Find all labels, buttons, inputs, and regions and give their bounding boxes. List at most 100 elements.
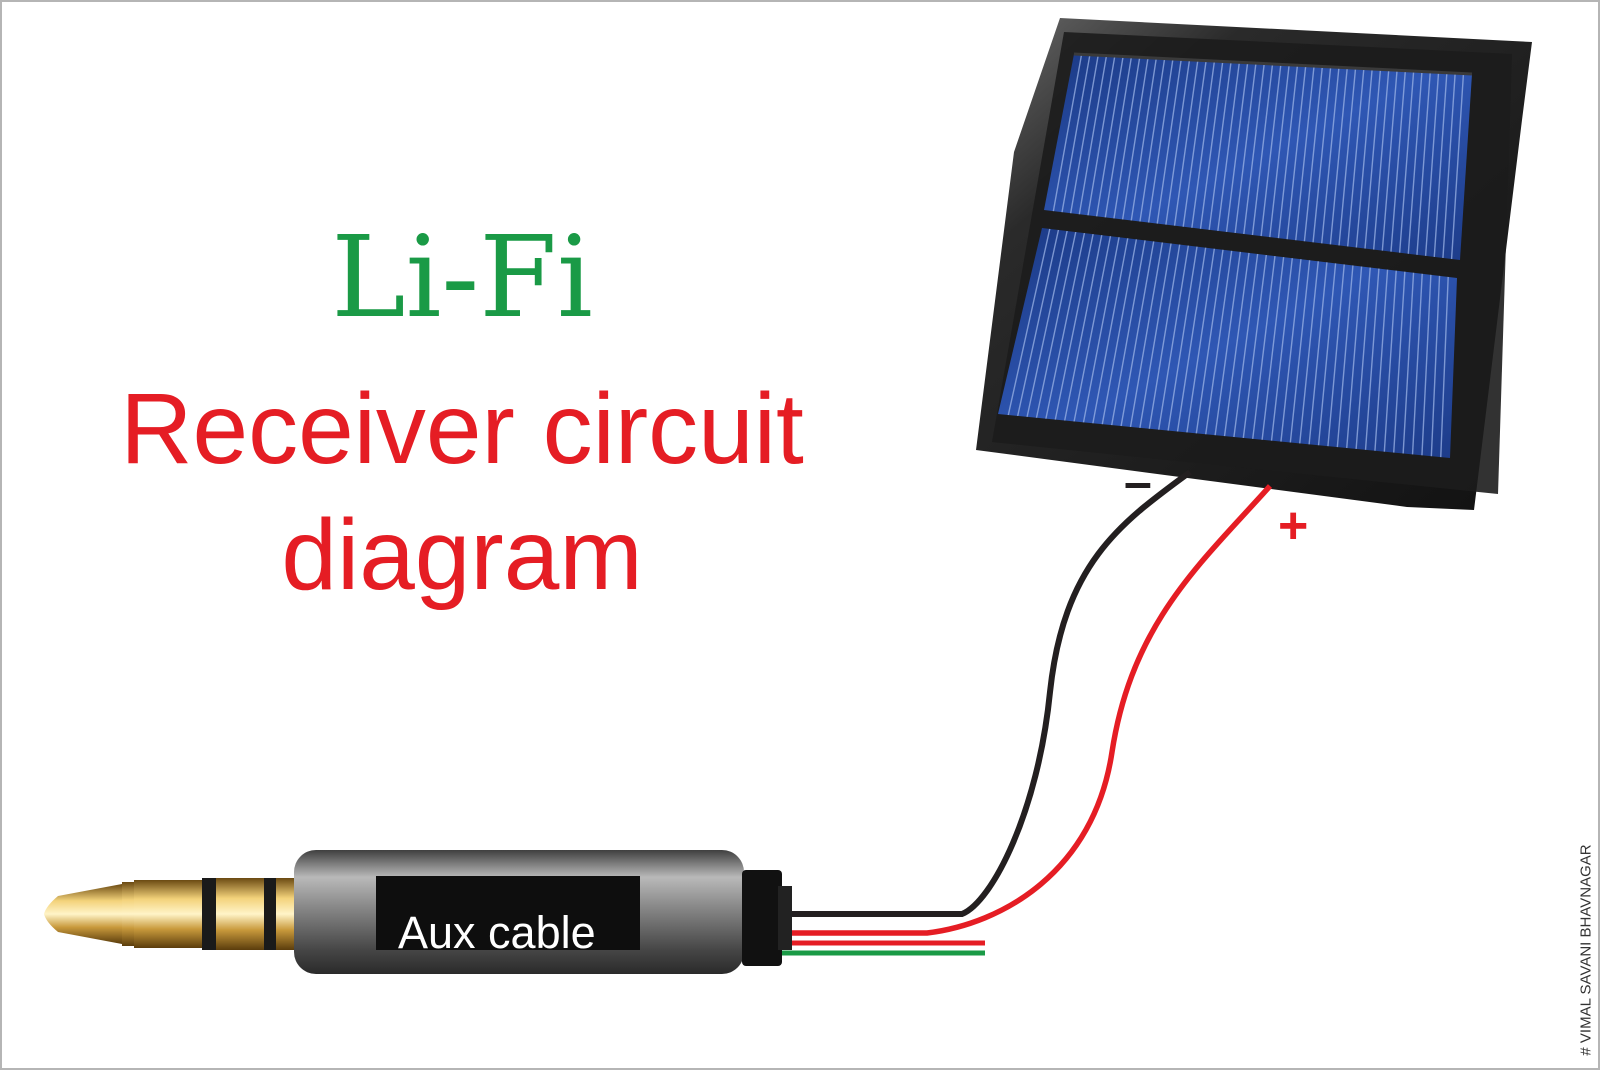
solar-cell-finger-line — [1100, 235, 1138, 429]
aux-jack — [44, 850, 792, 974]
solar-cell-finger-line — [1077, 54, 1108, 219]
solar-cell-finger-line — [1166, 242, 1199, 435]
solar-cell-finger-line — [1389, 66, 1407, 256]
negative-wire — [782, 469, 1192, 917]
solar-cell-finger-line — [1363, 65, 1382, 253]
solar-cell-finger-line — [1355, 64, 1374, 252]
jack-tip — [44, 884, 122, 944]
solar-cell-finger-line — [1147, 240, 1182, 433]
negative-polarity-label: – — [1124, 454, 1152, 510]
solar-cell-finger-line — [1110, 236, 1147, 430]
subtitle-line-2: diagram — [281, 499, 643, 611]
solar-cell-finger-line — [1260, 253, 1285, 444]
solar-cell-finger-line — [1086, 54, 1117, 220]
strain-relief — [742, 870, 782, 966]
solar-cell-finger-line — [1034, 228, 1078, 422]
solar-cell-finger-line — [1329, 63, 1349, 249]
author-credit: # VIMAL SAVANI BHAVNAGAR — [1577, 844, 1595, 1056]
solar-cell-finger-line — [1129, 238, 1164, 431]
solar-cell-finger-line — [1173, 56, 1200, 230]
solar-cell-finger-line — [1138, 239, 1173, 432]
solar-cell-finger-line — [1129, 54, 1158, 225]
solar-cell-finger-line — [1225, 58, 1249, 236]
solar-cell-finger-line — [1016, 228, 1060, 420]
solar-cell-finger-line — [1176, 243, 1207, 436]
solar-cell-finger-line — [1199, 57, 1224, 233]
solar-cell-finger-line — [1181, 56, 1208, 231]
solar-cell-finger-line — [1251, 252, 1277, 443]
solar-cell-finger-line — [1402, 268, 1415, 458]
solar-cell-finger-line — [1308, 258, 1329, 449]
solar-cell-finger-line — [1233, 59, 1258, 238]
solar-cell-finger-line — [1251, 59, 1274, 240]
solar-cell-finger-line — [1336, 261, 1354, 452]
solar-cell-finger-line — [1337, 64, 1357, 250]
solar-cell-finger-line — [1398, 67, 1415, 257]
solar-cell-finger-line — [1364, 264, 1380, 454]
positive-wire — [782, 484, 1273, 936]
solar-cell-finger-line — [1411, 269, 1424, 458]
solar-cell-finger-line — [1157, 241, 1190, 434]
solar-cell-finger-line — [1270, 254, 1294, 445]
solar-cell-finger-line — [1373, 265, 1389, 455]
solar-cell-finger-line — [1044, 229, 1086, 423]
solar-cell-finger-line — [1190, 56, 1216, 232]
solar-cell-finger-line — [1259, 60, 1282, 241]
solar-cell-finger-line — [1207, 57, 1233, 234]
solar-cell-finger-line — [1279, 255, 1303, 446]
aux-label-band — [376, 876, 640, 950]
solar-cell-finger-line — [1430, 271, 1441, 458]
solar-cell-finger-line — [1072, 232, 1112, 426]
solar-cell-finger-line — [1006, 228, 1052, 420]
solar-cell-finger-line — [1433, 68, 1448, 260]
solar-cell-finger-line — [1392, 267, 1406, 457]
solar-cell-finger-line — [1091, 234, 1130, 428]
jack-insulator-ring — [264, 878, 276, 950]
solar-cell-finger-line — [1277, 61, 1299, 243]
solar-cell-finger-line — [1381, 66, 1399, 255]
jack-insulator-ring — [202, 878, 216, 950]
solar-cell-finger-line — [1346, 64, 1365, 251]
solar-cell-finger-line — [1121, 54, 1150, 224]
solar-cell-finger-line — [1119, 237, 1156, 431]
solar-cell-finger-line — [1450, 69, 1465, 260]
solar-cell-finger-line — [1294, 62, 1316, 245]
solar-cell-finger-line — [1289, 256, 1311, 447]
solar-cell-finger-line — [1311, 62, 1332, 247]
positive-polarity-label: + — [1278, 497, 1309, 555]
solar-cell-finger-line — [1082, 233, 1121, 427]
solar-panel — [976, 18, 1532, 510]
solar-cell-finger-line — [1326, 260, 1346, 451]
solar-cell-finger-line — [1303, 62, 1324, 246]
solar-cell-finger-line — [1069, 54, 1100, 218]
solar-cell-finger-line — [1195, 245, 1225, 438]
subtitle-line-1: Receiver circuit — [120, 373, 804, 485]
solar-cell-finger-line — [1421, 270, 1432, 458]
solar-cell-finger-line — [1298, 257, 1320, 448]
solar-cell-finger-line — [1372, 65, 1390, 254]
solar-cell-finger-line — [1053, 230, 1095, 424]
solar-cell-finger-line — [1383, 266, 1398, 456]
solar-cell-finger-line — [1138, 54, 1166, 226]
solar-cell-finger-line — [1051, 54, 1083, 216]
solar-cell-finger-line — [1285, 61, 1307, 244]
solar-cell-finger-line — [1095, 54, 1125, 221]
solar-cell-finger-line — [1063, 231, 1104, 425]
solar-cell-finger-line — [1415, 67, 1432, 259]
solar-cell-finger-line — [1103, 54, 1133, 222]
solar-cell-finger-line — [1164, 55, 1191, 229]
solar-cell-finger-line — [1407, 67, 1423, 258]
aux-cable-label: Aux cable — [398, 907, 596, 958]
solar-cell-finger-line — [1223, 248, 1251, 441]
solar-cell-finger-line — [1216, 58, 1241, 235]
solar-cell-finger-line — [1268, 60, 1291, 242]
solar-cell-finger-line — [1060, 54, 1092, 217]
solar-cell-finger-line — [1345, 262, 1363, 452]
solar-cell-finger-line — [1204, 246, 1233, 439]
solar-cell-finger-line — [1185, 244, 1216, 437]
solar-cell-finger-line — [1112, 54, 1142, 223]
solar-cell-finger-line — [1439, 272, 1450, 458]
title: Li-Fi — [331, 213, 593, 343]
